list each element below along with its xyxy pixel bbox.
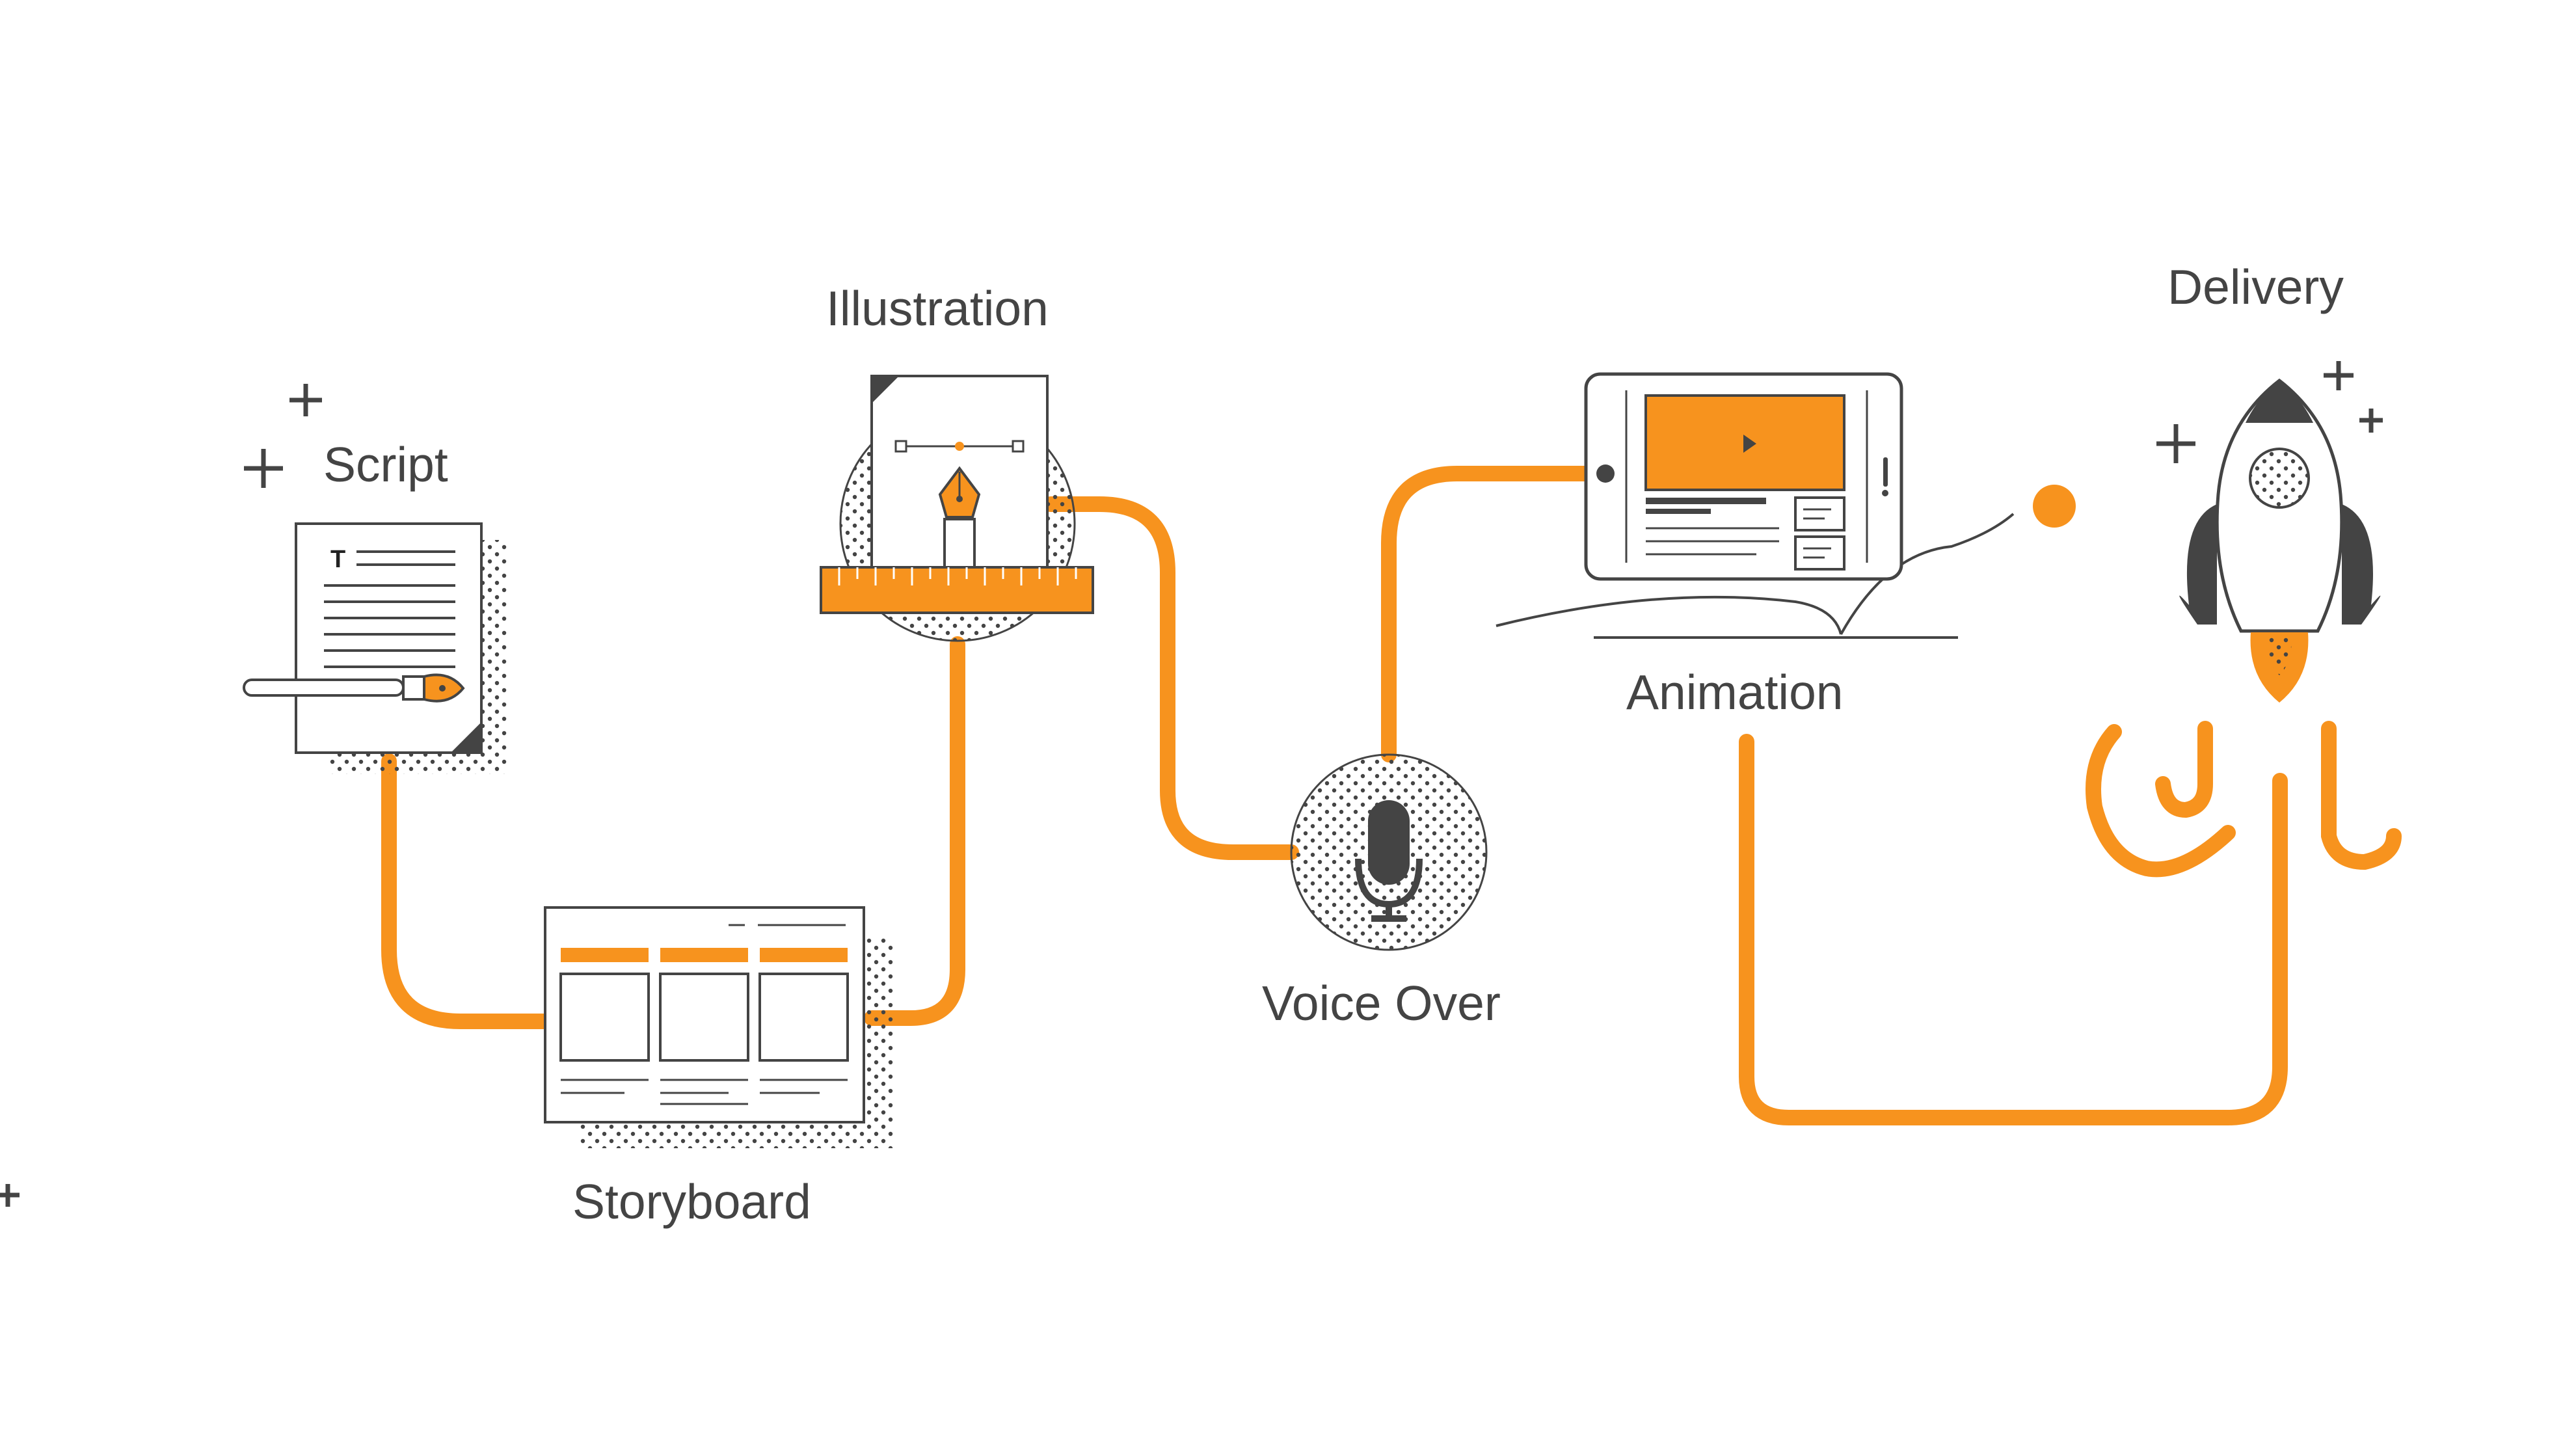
tablet-video-icon: [1496, 372, 2015, 639]
connector-illustration-voiceover: [1043, 496, 1299, 860]
storyboard-icon: [544, 906, 894, 1148]
plus-icon: [2156, 424, 2195, 463]
step-label-storyboard: Storyboard: [572, 1174, 811, 1229]
step-label-delivery: Delivery: [2167, 260, 2344, 314]
connector-storyboard-illustration: [864, 636, 965, 1026]
orange-dot: [2033, 485, 2076, 528]
decor-plus-signs: [0, 361, 2383, 1207]
rocket-icon: [2179, 378, 2381, 703]
microphone-icon: [1290, 753, 1488, 951]
connector-animation-delivery: [1739, 734, 2288, 1125]
svg-text:T: T: [330, 546, 345, 573]
plus-icon: [2359, 409, 2383, 433]
connector-paths: [381, 466, 2288, 1125]
document-pen-icon: T: [243, 522, 507, 774]
plus-icon: [0, 1184, 20, 1207]
plus-icon: [289, 384, 322, 416]
step-label-illustration: Illustration: [826, 281, 1049, 336]
pen-tool-ruler-icon: [820, 375, 1094, 642]
smoke-swirls: [2086, 721, 2402, 878]
plus-icon: [244, 449, 283, 488]
step-label-script: Script: [323, 437, 448, 492]
connector-voiceover-animation: [1381, 466, 1595, 762]
plus-icon: [2324, 361, 2354, 390]
step-label-voice-over: Voice Over: [1262, 976, 1501, 1030]
step-label-animation: Animation: [1626, 665, 1844, 719]
connector-script-storyboard: [381, 753, 551, 1029]
